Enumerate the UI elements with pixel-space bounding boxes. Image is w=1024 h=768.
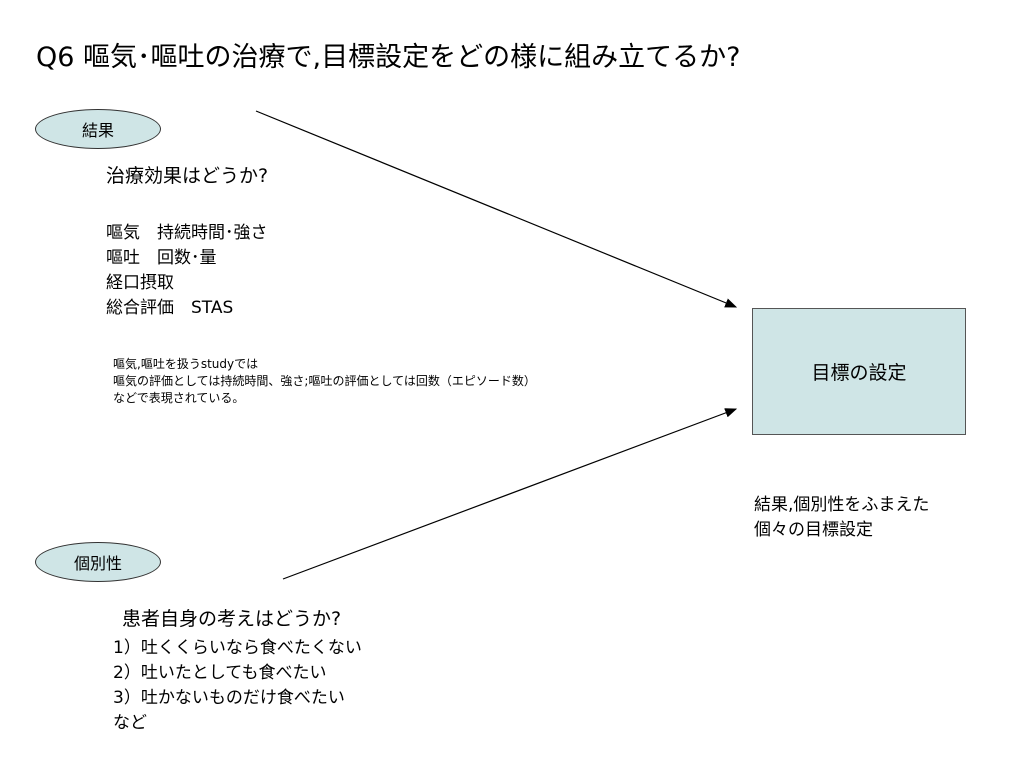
result-item: 経口摂取: [106, 273, 174, 293]
result-oval: 結果: [35, 109, 161, 149]
individuality-item: 3）吐かないものだけ食べたい: [113, 688, 345, 708]
result-note: 嘔気,嘔吐を扱うstudyでは 嘔気の評価としては持続時間、強さ;嘔吐の評価とし…: [113, 356, 536, 407]
result-items: 嘔気 持続時間･強さ 嘔吐 回数･量 経口摂取 総合評価 STAS: [106, 221, 268, 321]
goal-caption: 結果,個別性をふまえた 個々の目標設定: [754, 493, 929, 543]
result-item: 嘔気 持続時間･強さ: [106, 223, 268, 243]
note-line: などで表現されている。: [113, 391, 245, 405]
individuality-items: 1）吐くくらいなら食べたくない 2）吐いたとしても食べたい 3）吐かないものだけ…: [113, 636, 362, 736]
result-item: 総合評価 STAS: [106, 298, 234, 318]
individuality-item: 1）吐くくらいなら食べたくない: [113, 638, 362, 658]
individuality-item: など: [113, 713, 147, 733]
goal-caption-line: 結果,個別性をふまえた: [754, 495, 930, 515]
arrow-result-to-goal: [255, 110, 738, 308]
individuality-label: 個別性: [73, 554, 122, 573]
goal-caption-line: 個々の目標設定: [754, 520, 873, 540]
arrow-individuality-to-goal: [282, 408, 738, 580]
individuality-oval: 個別性: [35, 542, 161, 582]
note-line: 嘔気,嘔吐を扱うstudyでは: [113, 357, 259, 371]
individuality-question: 患者自身の考えはどうか?: [122, 608, 342, 630]
goal-label: 目標の設定: [811, 362, 907, 384]
note-line: 嘔気の評価としては持続時間、強さ;嘔吐の評価としては回数（エピソード数）: [113, 374, 536, 388]
individuality-item: 2）吐いたとしても食べたい: [113, 663, 327, 683]
result-label: 結果: [81, 121, 114, 140]
slide-title: Q6 嘔気･嘔吐の治療で,目標設定をどの様に組み立てるか?: [36, 42, 741, 73]
result-question: 治療効果はどうか?: [106, 165, 269, 187]
goal-box: 目標の設定: [752, 308, 966, 435]
result-item: 嘔吐 回数･量: [106, 248, 217, 268]
